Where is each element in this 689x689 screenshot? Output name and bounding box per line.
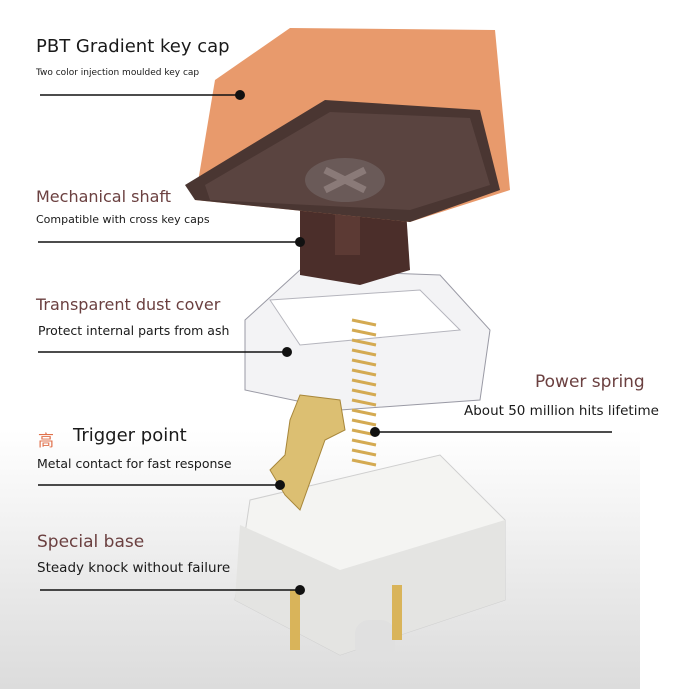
leader-lines	[38, 94, 612, 591]
trigger-subtitle: Metal contact for fast response	[37, 456, 232, 471]
spring-title: Power spring	[535, 372, 645, 392]
keycap	[185, 28, 510, 222]
spring-subtitle: About 50 million hits lifetime	[464, 403, 659, 419]
base-title: Special base	[37, 532, 145, 552]
dust-cover	[244, 269, 491, 411]
keycap-subtitle: Two color injection moulded key cap	[36, 68, 200, 78]
power-spring	[351, 318, 377, 467]
shaft-title: Mechanical shaft	[36, 187, 172, 206]
base-subtitle: Steady knock without failure	[37, 560, 231, 576]
trigger-prefix-glyph: 高	[38, 431, 55, 450]
leader-dots	[235, 90, 380, 595]
trigger-contact	[269, 394, 346, 511]
dust-cover-subtitle: Protect internal parts from ash	[38, 323, 230, 338]
shaft-subtitle: Compatible with cross key caps	[36, 213, 210, 226]
dust-cover-title: Transparent dust cover	[36, 295, 221, 314]
keycap-title: PBT Gradient key cap	[36, 36, 230, 57]
switch-base	[234, 454, 506, 660]
trigger-title: Trigger point	[73, 425, 187, 446]
